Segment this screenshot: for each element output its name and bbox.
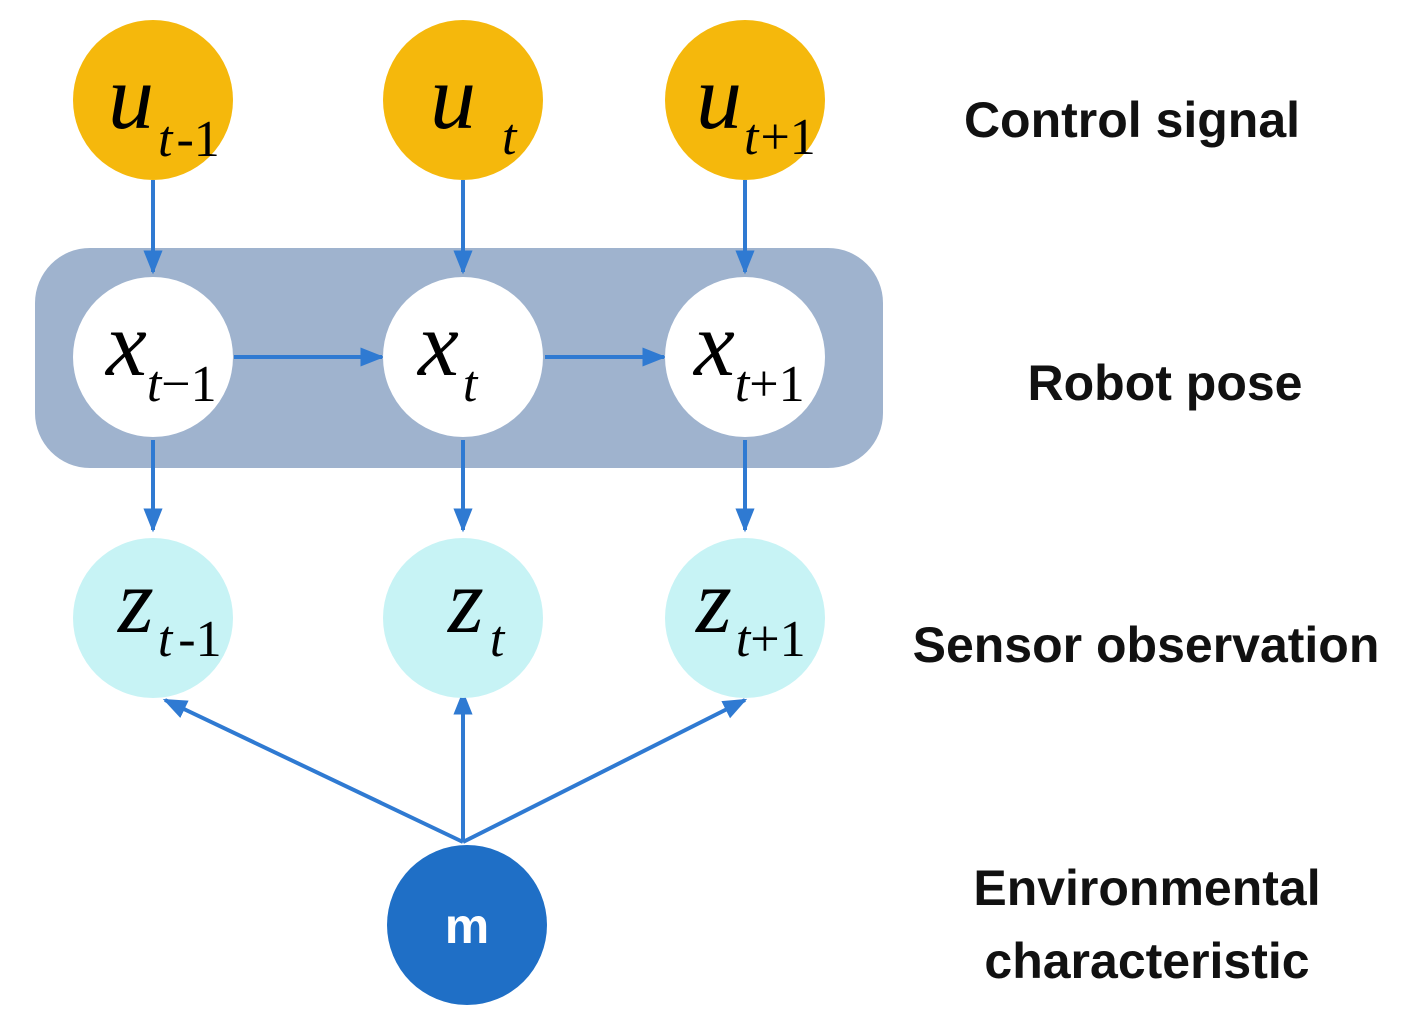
svg-text:ut: ut [430,46,518,166]
environment-node: m [387,845,547,1005]
svg-text:ut+1: ut+1 [696,46,816,166]
svg-text:xt+1: xt+1 [692,293,805,413]
label-robot-pose: Robot pose [1028,355,1303,411]
label-sensor-observation: Sensor observation [913,617,1380,673]
observation-node-next: zt+1 [665,538,825,698]
svg-text:xt: xt [416,293,479,413]
arrow-m-to-z-next [462,698,748,844]
environment-node-label: m [445,898,489,954]
control-node-next: ut+1 [665,20,825,180]
observation-node-prev: zt-1 [73,538,233,698]
pose-node-curr: xt [383,277,543,437]
svg-text:zt: zt [446,550,506,668]
label-characteristic: characteristic [984,933,1309,989]
arrow-m-to-z-prev [162,698,464,844]
svg-text:zt-1: zt-1 [116,550,222,668]
svg-text:ut-1: ut-1 [108,46,220,168]
pose-node-prev: xt−1 [73,277,233,437]
svg-text:zt+1: zt+1 [694,550,806,668]
pose-node-next: xt+1 [665,277,825,437]
label-control-signal: Control signal [964,92,1300,148]
svg-text:xt−1: xt−1 [104,293,217,413]
label-environmental: Environmental [973,860,1320,916]
control-node-prev: ut-1 [73,20,233,180]
